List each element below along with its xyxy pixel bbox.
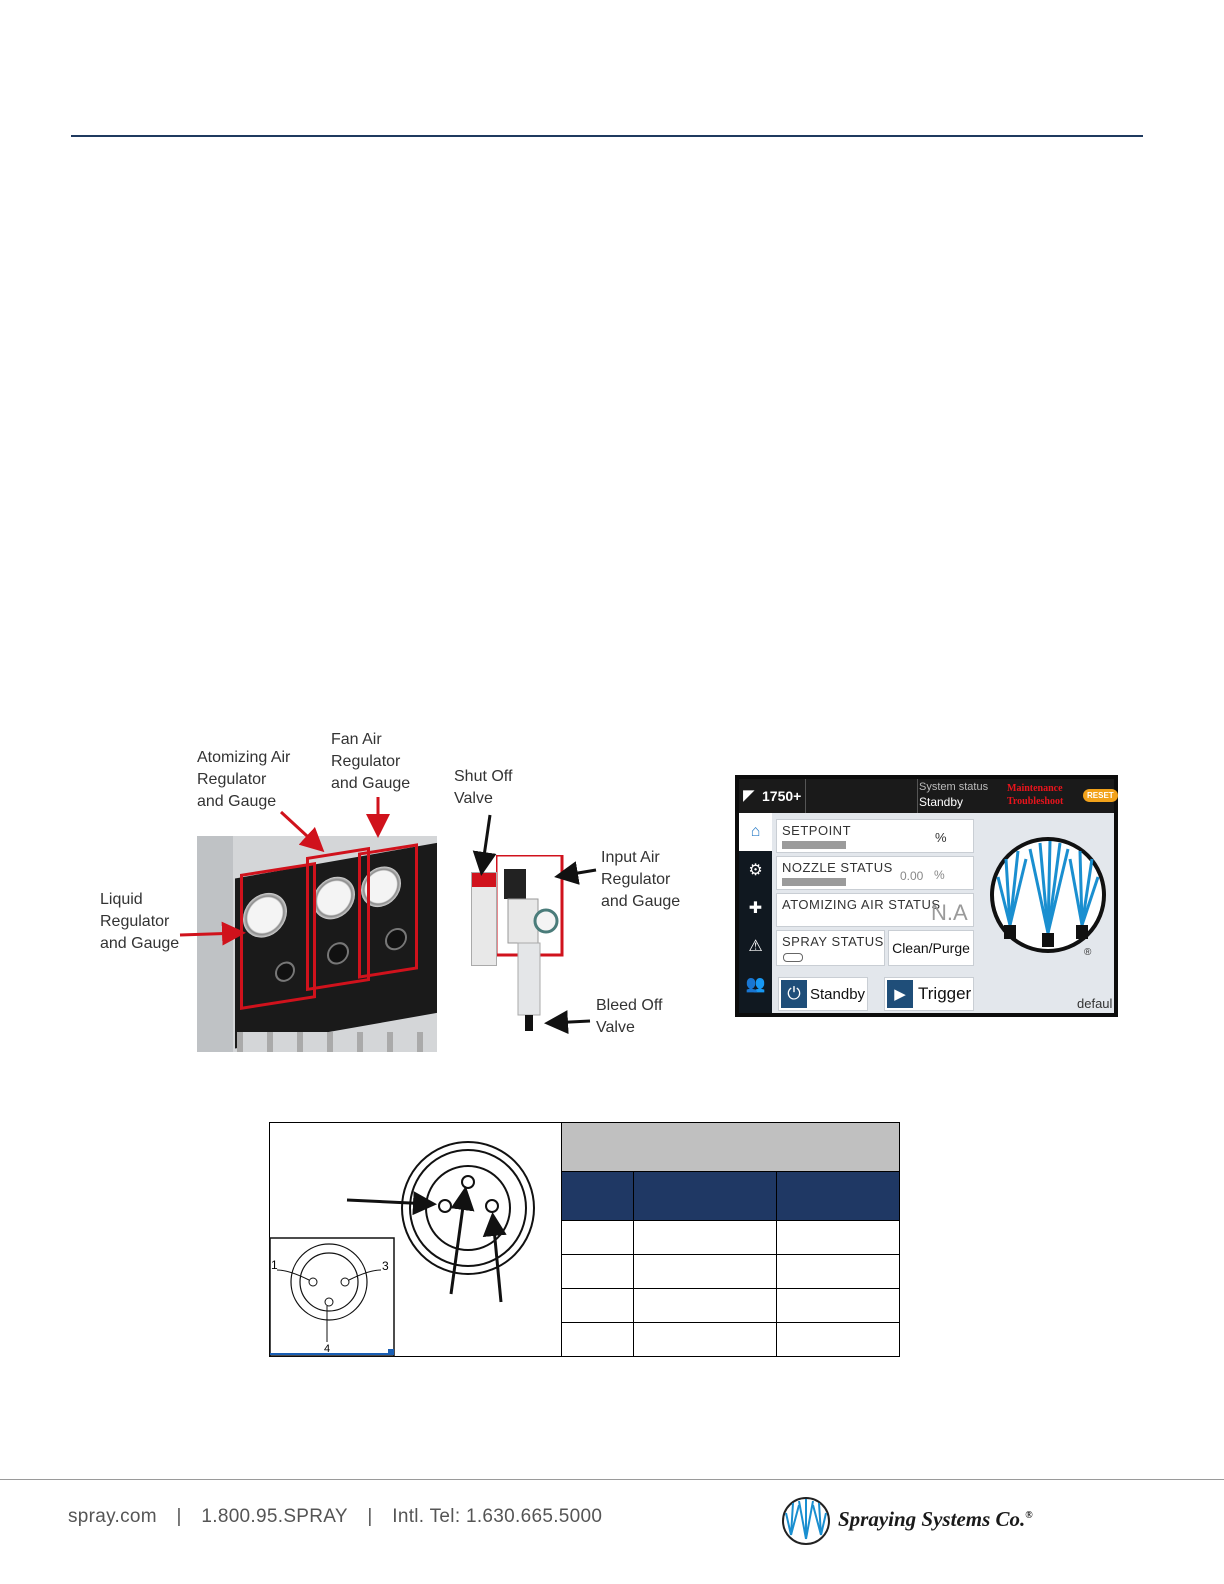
atomizing-air-card: ATOMIZING AIR STATUS N.A [776, 893, 974, 927]
home-icon[interactable]: ⌂ [739, 813, 772, 851]
footer-separator: | [367, 1506, 373, 1527]
status-divider [805, 779, 806, 813]
setpoint-bar [782, 841, 846, 849]
profile-name: defaul [1077, 996, 1113, 1011]
hmi-status-bar: ◤ 1750+ System status Standby Maintenanc… [739, 779, 1118, 813]
users-icon[interactable]: 👥 [745, 976, 766, 993]
nozzle-status-unit: % [934, 868, 945, 882]
header-rule [71, 135, 1143, 137]
atomizing-air-label: Atomizing Air Regulator and Gauge [197, 749, 291, 810]
table-header-cell [776, 1171, 900, 1221]
flow-value: 1750+ [762, 788, 802, 804]
table-row [561, 1322, 900, 1357]
atomizing-air-status-label: ATOMIZING AIR STATUS [782, 897, 941, 912]
annotation-arrows [179, 797, 597, 1035]
footer-separator: | [176, 1506, 182, 1527]
clean-purge-button[interactable]: Clean/Purge [888, 930, 974, 966]
table-column-header-row [561, 1171, 900, 1221]
input-air-label: Input Air Regulator and Gauge [601, 849, 681, 910]
footer-website[interactable]: spray.com [68, 1506, 157, 1527]
registered-mark: ® [1084, 947, 1092, 958]
hmi-screen: ◤ 1750+ System status Standby Maintenanc… [735, 775, 1118, 1017]
reset-button[interactable]: RESET [1083, 789, 1118, 802]
nozzle-status-bar [782, 878, 846, 886]
standby-button[interactable]: ⏻ Standby [778, 977, 868, 1011]
fan-air-label: Fan Air Regulator and Gauge [331, 731, 411, 792]
footer-contact: spray.com | 1.800.95.SPRAY | Intl. Tel: … [68, 1506, 616, 1528]
system-status-label: System status [919, 781, 989, 793]
spray-status-toggle[interactable] [783, 953, 803, 962]
hmi-side-nav: ⌂ ⚙ ✚ ⚠ 👥 [739, 813, 772, 1013]
pin-assignment-table [561, 1122, 900, 1357]
liquid-regulator-label: Liquid Regulator and Gauge [100, 891, 180, 952]
company-name-text: Spraying Systems Co. [838, 1507, 1026, 1531]
spray-nozzle-logo-icon [990, 837, 1106, 953]
table-row [561, 1288, 900, 1323]
system-status-value: Standby [919, 795, 964, 809]
spray-status-card: SPRAY STATUS [776, 930, 885, 966]
table-header-cell [561, 1171, 634, 1221]
company-name: Spraying Systems Co.® [838, 1507, 1033, 1532]
shut-off-valve-label: Shut Off Valve [454, 768, 513, 807]
input-air-filter [496, 855, 564, 1031]
bleed-off-valve-label: Bleed Off Valve [596, 997, 663, 1036]
footer-intl-phone[interactable]: Intl. Tel: 1.630.665.5000 [392, 1506, 603, 1527]
atomizing-air-status-value: N.A [931, 900, 968, 925]
hmi-main: SETPOINT % NOZZLE STATUS 0.00 % ATOMIZIN… [772, 813, 1114, 1013]
setpoint-card[interactable]: SETPOINT % [776, 819, 974, 853]
table-row [561, 1220, 900, 1255]
troubleshoot-alert[interactable]: Troubleshoot [1007, 796, 1064, 807]
nozzle-status-value: 0.00 [900, 869, 924, 883]
pin-1-label: 1 [271, 1258, 278, 1272]
status-divider-2 [917, 779, 918, 813]
power-icon: ⏻ [781, 980, 807, 1008]
table-row [561, 1254, 900, 1289]
spray-angle-icon: ◤ [743, 787, 755, 804]
table-title-cell [561, 1122, 900, 1172]
maintenance-icon[interactable]: ✚ [748, 900, 763, 917]
trigger-label: Trigger [918, 984, 972, 1003]
table-header-row [561, 1122, 900, 1172]
nozzle-status-label: NOZZLE STATUS [782, 860, 893, 875]
panel-legs [237, 1032, 437, 1052]
settings-icon[interactable]: ⚙ [748, 862, 763, 879]
play-icon: ▶ [887, 980, 913, 1008]
warning-icon[interactable]: ⚠ [748, 938, 763, 955]
footer-phone[interactable]: 1.800.95.SPRAY [201, 1506, 348, 1527]
nozzle-status-card: NOZZLE STATUS 0.00 % [776, 856, 974, 890]
maintenance-alert[interactable]: Maintenance [1007, 783, 1063, 794]
clean-purge-label: Clean/Purge [892, 940, 970, 956]
table-header-cell [633, 1171, 777, 1221]
setpoint-unit: % [935, 830, 947, 845]
footer-rule [0, 1479, 1224, 1480]
company-trademark: ® [1025, 1510, 1033, 1521]
setpoint-label: SETPOINT [782, 823, 852, 838]
company-logo-icon [782, 1497, 830, 1545]
shutoff-valve-body [471, 872, 497, 966]
spray-status-label: SPRAY STATUS [782, 934, 884, 949]
connector-diagram: 1 3 4 [269, 1141, 535, 1357]
pin-3-label: 3 [382, 1259, 389, 1273]
standby-label: Standby [810, 985, 866, 1003]
pin-4-label: 4 [324, 1343, 330, 1355]
trigger-button[interactable]: ▶ Trigger [884, 977, 974, 1011]
